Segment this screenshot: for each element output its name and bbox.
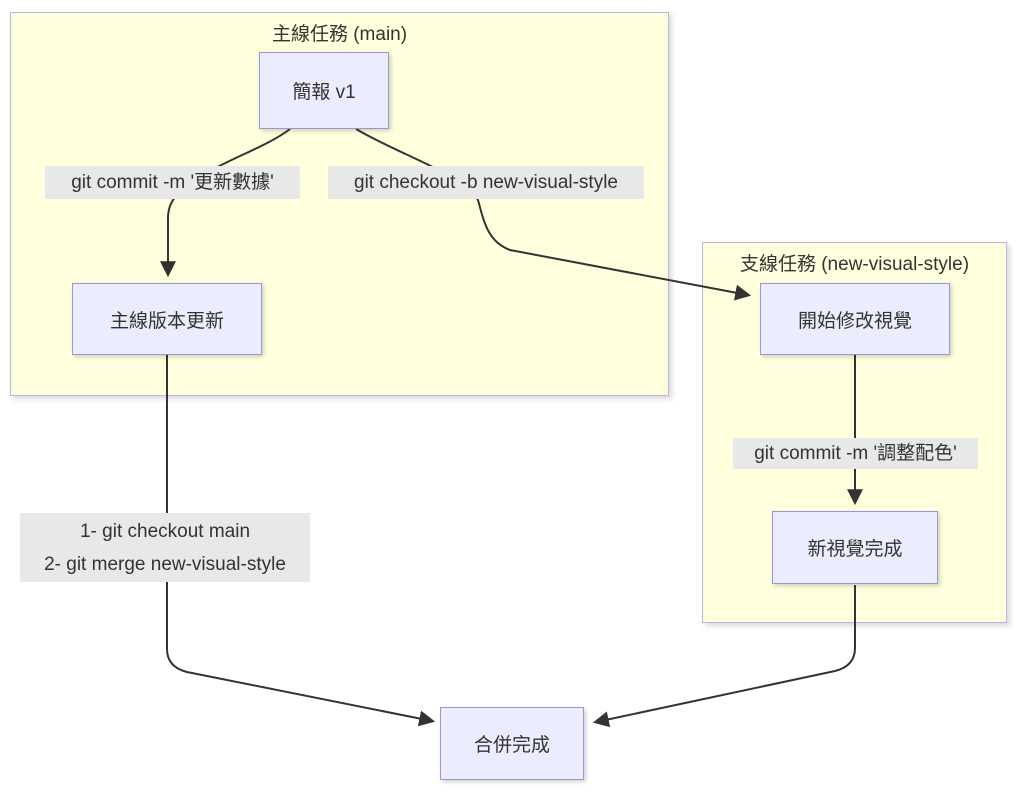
node-merge-done: 合併完成 xyxy=(440,707,584,780)
cluster-main-title: 主線任務 (main) xyxy=(271,24,408,45)
edge-label-checkout-branch-text: git checkout -b new-visual-style xyxy=(354,172,618,193)
node-new-visual-done-label: 新視覺完成 xyxy=(807,539,903,560)
node-new-visual-done: 新視覺完成 xyxy=(772,511,938,584)
edge-briefing-to-main-update xyxy=(160,128,291,278)
edge-label-commit-update-data-text: git commit -m '更新數據' xyxy=(71,172,274,193)
edge-briefing-to-start-visual xyxy=(355,128,752,301)
node-briefing-v1: 簡報 v1 xyxy=(259,52,389,129)
node-briefing-v1-label: 簡報 v1 xyxy=(292,82,356,103)
node-merge-done-label: 合併完成 xyxy=(473,735,550,756)
node-start-visual-edit-label: 開始修改視覺 xyxy=(797,310,912,332)
edge-label-commit-update-data: git commit -m '更新數據' xyxy=(45,166,300,199)
node-start-visual-edit: 開始修改視覺 xyxy=(760,283,950,355)
node-main-version-update-label: 主線版本更新 xyxy=(109,310,224,332)
edge-label-merge-step-1: 1- git checkout main xyxy=(79,520,251,542)
edge-label-commit-adjust-colors: git commit -m '調整配色' xyxy=(733,438,978,469)
cluster-new-visual-style-title: 支線任務 (new-visual-style) xyxy=(739,254,970,275)
edge-main-update-to-merge-done xyxy=(166,355,436,727)
edge-label-merge-steps: 1- git checkout main 2- git merge new-vi… xyxy=(20,513,310,582)
edge-label-merge-step-2: 2- git merge new-visual-style xyxy=(44,553,286,575)
edge-label-commit-adjust-colors-text: git commit -m '調整配色' xyxy=(754,443,957,464)
node-main-version-update: 主線版本更新 xyxy=(72,283,262,355)
edge-label-checkout-branch: git checkout -b new-visual-style xyxy=(328,166,644,199)
edge-new-visual-done-to-merge-done xyxy=(592,585,856,728)
